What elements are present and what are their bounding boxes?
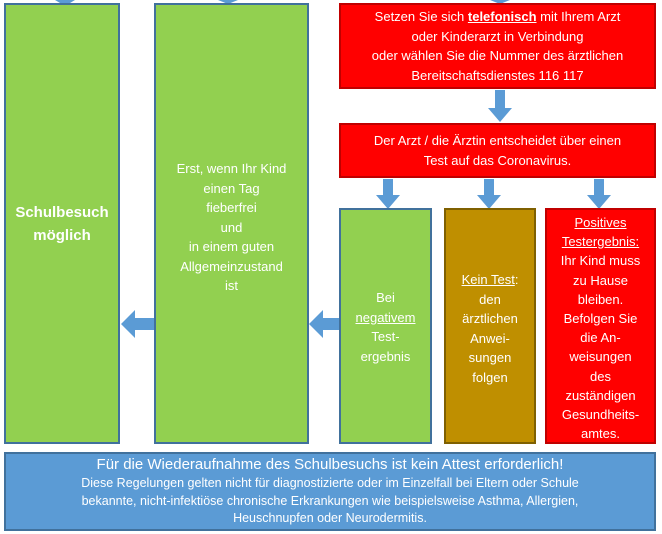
positive-line: des [590, 368, 611, 384]
positive-line: Gesundheits- [561, 407, 640, 423]
negative-line3: Test- [371, 329, 400, 344]
positive-line: Befolgen Sie [563, 311, 638, 327]
phone-contact-line4: Bereitschaftsdienstes 116 117 [411, 67, 584, 83]
positive-heading-line2: Testergebnis: [561, 234, 640, 250]
fever-free-line: Allgemeinzustand [180, 258, 283, 274]
phone-contact-box: Setzen Sie sich telefonisch mit Ihrem Ar… [339, 3, 656, 89]
negative-line4: ergebnis [360, 348, 411, 364]
school-attendance-box: Schulbesuch möglich [4, 3, 120, 444]
fever-free-line: und [220, 219, 243, 235]
arrow-left-to-fever-free [309, 310, 339, 338]
arrow-down-to-no-test [477, 179, 501, 209]
phone-contact-post: mit Ihrem Arzt [536, 9, 621, 24]
footer-note-box: Für die Wiederaufnahme des Schulbesuchs … [4, 452, 656, 531]
phone-contact-line1: Setzen Sie sich telefonisch mit Ihrem Ar… [375, 7, 621, 27]
phone-contact-emphasis: telefonisch [467, 9, 537, 24]
fever-free-line: ist [225, 278, 238, 293]
doctor-decision-line1: Der Arzt / die Ärztin entscheidet über e… [373, 133, 622, 148]
phone-contact-line2: oder Kinderarzt in Verbindung [411, 28, 584, 44]
positive-line: Ihr Kind muss [560, 253, 641, 269]
footer-text: Heuschnupfen oder Neurodermitis. [233, 511, 427, 526]
positive-line: zuständigen [565, 387, 636, 403]
no-test-line: den [479, 291, 501, 307]
school-attendance-line1: Schulbesuch [15, 203, 109, 221]
no-test-line: sungen [468, 350, 512, 365]
negative-line1: Bei [376, 290, 395, 305]
fever-free-line: einen Tag [203, 180, 260, 196]
no-test-heading: Kein Test [461, 272, 515, 287]
phone-contact-pre: Setzen Sie sich [374, 9, 468, 24]
footer-text: bekannte, nicht-infektiöse chronische Er… [81, 493, 579, 508]
positive-result-box: Positives Testergebnis: Ihr Kind muss zu… [545, 208, 656, 444]
doctor-decision-box: Der Arzt / die Ärztin entscheidet über e… [339, 123, 656, 178]
fever-free-line: fieberfrei [206, 200, 257, 215]
arrow-down-to-doctor [488, 90, 512, 122]
no-test-line: folgen [472, 369, 508, 385]
doctor-decision-line2: Test auf das Coronavirus. [423, 152, 572, 168]
positive-line: die An- [580, 330, 621, 346]
fever-free-line: Erst, wenn Ihr Kind [176, 161, 287, 176]
fever-free-box: Erst, wenn Ihr Kind einen Tag fieberfrei… [154, 3, 309, 444]
no-test-line: Anwei- [470, 330, 510, 346]
phone-contact-line3: oder wählen Sie die Nummer des ärztliche… [371, 48, 624, 63]
no-test-line: ärztlichen [462, 311, 518, 326]
positive-heading-line1: Positives [574, 215, 627, 230]
positive-line: bleiben. [577, 291, 624, 307]
arrow-down-to-positive [587, 179, 611, 209]
positive-line: weisungen [569, 349, 632, 365]
top-arrow-right-stub [490, 0, 510, 4]
arrow-down-to-negative [376, 179, 400, 209]
no-test-colon: : [514, 272, 519, 287]
no-test-box: Kein Test: den ärztlichen Anwei- sungen … [444, 208, 536, 444]
arrow-left-to-school [121, 310, 154, 338]
fever-free-line: in einem guten [188, 239, 275, 254]
top-arrow-mid-stub [218, 0, 238, 4]
footer-text: Diese Regelungen gelten nicht für diagno… [81, 476, 579, 491]
no-test-line1: Kein Test: [462, 270, 519, 290]
school-attendance-line2: möglich [33, 226, 91, 244]
footer-headline: Für die Wiederaufnahme des Schulbesuchs … [96, 456, 564, 474]
positive-line: amtes. [580, 426, 620, 442]
positive-line: zu Hause [573, 272, 628, 288]
negative-result-box: Bei negativem Test- ergebnis [339, 208, 432, 444]
negative-line2: negativem [355, 309, 416, 325]
